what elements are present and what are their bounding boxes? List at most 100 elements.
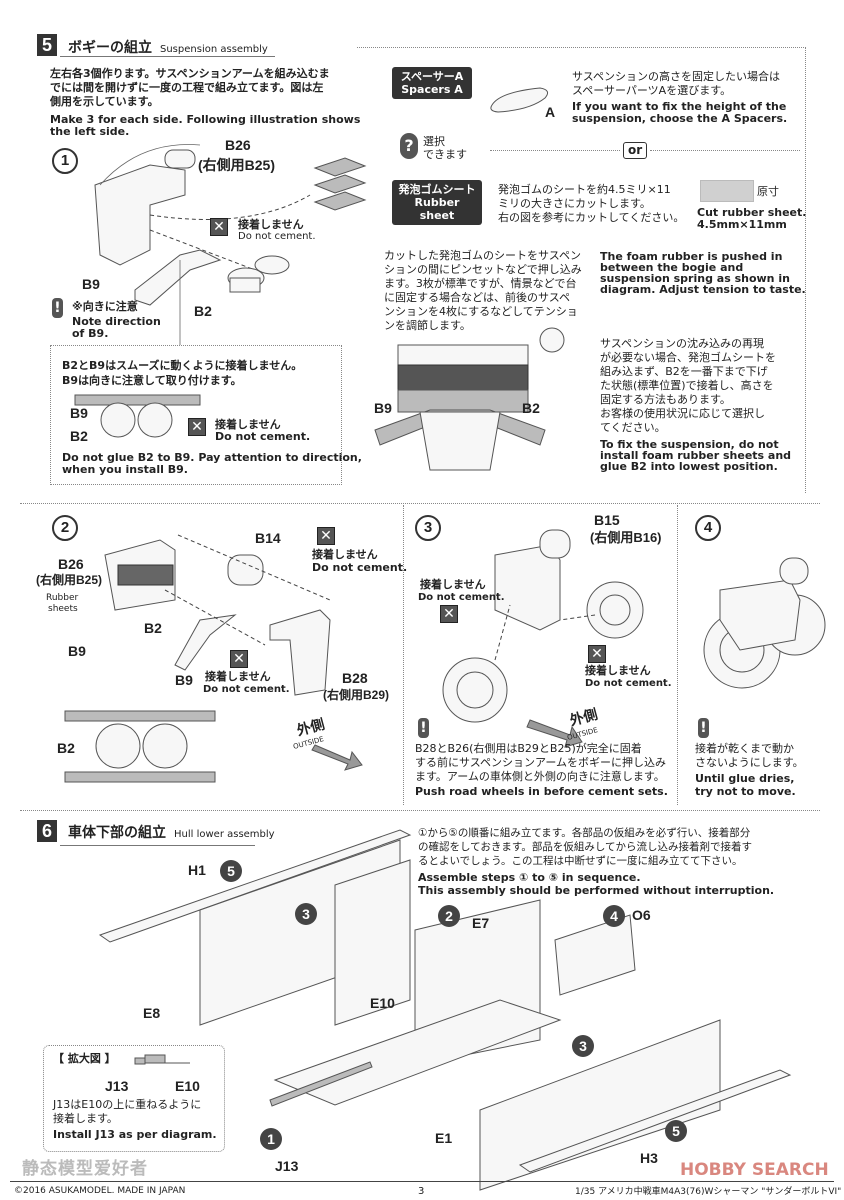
section6-text-jp: るとよいでしょう。この工程は中断せずに一度に組み立てて下さい。 bbox=[418, 855, 743, 867]
rubber-text-jp: 発泡ゴムのシートを約4.5ミリ×11 bbox=[498, 183, 671, 196]
step-3-marker: 3 bbox=[295, 903, 317, 925]
foam-line: The foam rubber is pushed in bbox=[600, 250, 783, 263]
rubber-sheets-label: sheets bbox=[48, 604, 78, 614]
part-label-b29: (右側用B29) bbox=[323, 688, 390, 702]
part-label-b14: B14 bbox=[255, 530, 281, 546]
part-label-b2: B2 bbox=[70, 428, 88, 444]
no-cement-icon: ✕ bbox=[317, 527, 335, 545]
spacer-text-en: If you want to fix the height of the bbox=[572, 100, 787, 113]
foam-line: ンションを4枚にするなどしてテンショ bbox=[384, 305, 578, 318]
section-5-number: 5 bbox=[37, 34, 57, 56]
part-label-h3: H3 bbox=[640, 1150, 658, 1166]
part-label-e10: E10 bbox=[370, 995, 395, 1011]
step3-note-en: Push road wheels in before cement sets. bbox=[415, 785, 668, 798]
no-cement-icon: ✕ bbox=[210, 218, 228, 236]
fix-line: が必要ない場合、発泡ゴムシートを bbox=[600, 351, 776, 364]
section6-text-jp: ①から⑤の順番に組み立てます。各部品の仮組みを必ず行い、接着部分 bbox=[418, 827, 751, 839]
part-label-e7: E7 bbox=[472, 915, 490, 931]
part-label-b25: (右側用B25) bbox=[198, 157, 276, 173]
step4-note-jp: さないようにします。 bbox=[695, 756, 804, 769]
rubber-sheet-actual-size-swatch bbox=[700, 180, 754, 202]
options-box bbox=[357, 47, 806, 493]
choice-text: できます bbox=[423, 148, 467, 161]
no-cement-jp: 接着しません bbox=[205, 670, 271, 683]
actual-size-label: 原寸 bbox=[757, 185, 779, 198]
part-label-h1: H1 bbox=[188, 862, 206, 878]
intro-jp: 左右各3個作ります。サスペンションアームを組み込むま bbox=[50, 67, 330, 80]
fix-line: た状態(標準位置)で接着し、高さを bbox=[600, 379, 774, 392]
fix-line: お客様の使用状況に応じて選択し bbox=[600, 407, 765, 420]
section6-text-jp: の確認をしておきます。部品を仮組みしてから流し込み接着剤で接着す bbox=[418, 841, 753, 853]
spacer-text-jp: サスペンションの高さを固定したい場合は bbox=[572, 70, 781, 83]
rubber-text-jp: ミリの大きさにカットします。 bbox=[498, 197, 651, 210]
arm-drawing-b9 bbox=[134, 249, 222, 306]
step-1-marker: 1 bbox=[260, 1128, 282, 1150]
no-cement-en: Do not cement. bbox=[215, 430, 311, 443]
no-cement-en: Do not cement. bbox=[238, 231, 316, 242]
foam-line: ます。3枚が標準ですが、情景などで台 bbox=[384, 277, 577, 290]
divider bbox=[403, 505, 404, 805]
spacer-text-jp: スペーサーパーツAを選びます。 bbox=[572, 84, 732, 97]
rubber-sheets-drawing bbox=[313, 157, 367, 211]
copyright: ©2016 ASUKAMODEL. MADE IN JAPAN bbox=[14, 1186, 186, 1196]
watermark-right: HOBBY SEARCH bbox=[680, 1160, 829, 1180]
step4-note-en: try not to move. bbox=[695, 785, 796, 798]
step-3-marker: 3 bbox=[572, 1035, 594, 1057]
step-4-marker: 4 bbox=[695, 515, 721, 541]
fix-line: To fix the suspension, do not bbox=[600, 438, 779, 451]
step4-drawing bbox=[703, 557, 826, 689]
product-title: 1/35 アメリカ中戦車M4A3(76)Wシャーマン "サンダーボルトVI" bbox=[575, 1187, 842, 1197]
spring-drawing-b2 bbox=[227, 255, 290, 293]
step-1-marker: 1 bbox=[52, 148, 78, 174]
no-cement-en: Do not cement. bbox=[203, 684, 290, 695]
part-label-b2: B2 bbox=[144, 620, 162, 636]
enlarged-text-jp: J13はE10の上に重ねるように bbox=[53, 1098, 202, 1111]
rubber-text-jp: 右の図を参考にカットしてください。 bbox=[498, 211, 685, 224]
no-cement-icon: ✕ bbox=[230, 650, 248, 668]
fix-line: サスペンションの沈み込みの再現 bbox=[600, 337, 765, 350]
part-label-e10: E10 bbox=[175, 1078, 200, 1094]
detail-text-en: Do not glue B2 to B9. Pay attention to d… bbox=[62, 451, 362, 464]
rubber-text-en: 4.5mm×11mm bbox=[697, 218, 787, 231]
step3-note-jp: する前にサスペンションアームをボギーに押し込み bbox=[415, 756, 667, 769]
foam-line: between the bogie and bbox=[600, 261, 744, 274]
foam-line: に固定する場合などは、前後のサスペ bbox=[384, 291, 571, 304]
no-cement-jp: 接着しません bbox=[238, 218, 304, 231]
b9-b2-detail-drawing bbox=[74, 394, 201, 438]
step4-note-en: Until glue dries, bbox=[695, 772, 795, 785]
no-cement-icon: ✕ bbox=[188, 418, 206, 436]
part-label-b2: B2 bbox=[522, 400, 540, 416]
foam-line: diagram. Adjust tension to taste. bbox=[600, 283, 806, 296]
note-direction-en: Note direction bbox=[72, 315, 161, 328]
tag-jp: スペーサーA bbox=[400, 70, 464, 83]
no-cement-icon: ✕ bbox=[588, 645, 606, 663]
tag-en: Spacers A bbox=[401, 83, 463, 96]
divider bbox=[60, 845, 255, 846]
fix-line: 組み込まず、B2を一番下まで下げ bbox=[600, 365, 768, 378]
divider bbox=[20, 503, 820, 504]
divider bbox=[20, 810, 820, 811]
fix-line: install foam rubber sheets and bbox=[600, 449, 792, 462]
step-4-marker: 4 bbox=[603, 905, 625, 927]
foam-line: カットした発泡ゴムのシートをサスペン bbox=[384, 249, 582, 262]
part-label-j13: J13 bbox=[275, 1158, 299, 1174]
part-label-b25: (右側用B25) bbox=[36, 573, 103, 587]
section6-text-en: This assembly should be performed withou… bbox=[418, 884, 775, 897]
no-cement-icon: ✕ bbox=[440, 605, 458, 623]
step-2-marker: 2 bbox=[52, 515, 78, 541]
footer-rule bbox=[10, 1181, 834, 1182]
part-label-b9: B9 bbox=[68, 643, 86, 659]
rubber-sheets-label: Rubber bbox=[46, 593, 79, 603]
part-label-b2: B2 bbox=[57, 740, 75, 756]
step-5-marker: 5 bbox=[665, 1120, 687, 1142]
section-6-number: 6 bbox=[37, 820, 57, 842]
divider bbox=[60, 56, 275, 57]
part-label-b15: B15 bbox=[594, 512, 620, 528]
part-label-a: A bbox=[545, 104, 556, 120]
enlarged-drawing bbox=[134, 1054, 190, 1065]
divider bbox=[677, 505, 678, 805]
choice-icon: ? bbox=[400, 133, 418, 159]
